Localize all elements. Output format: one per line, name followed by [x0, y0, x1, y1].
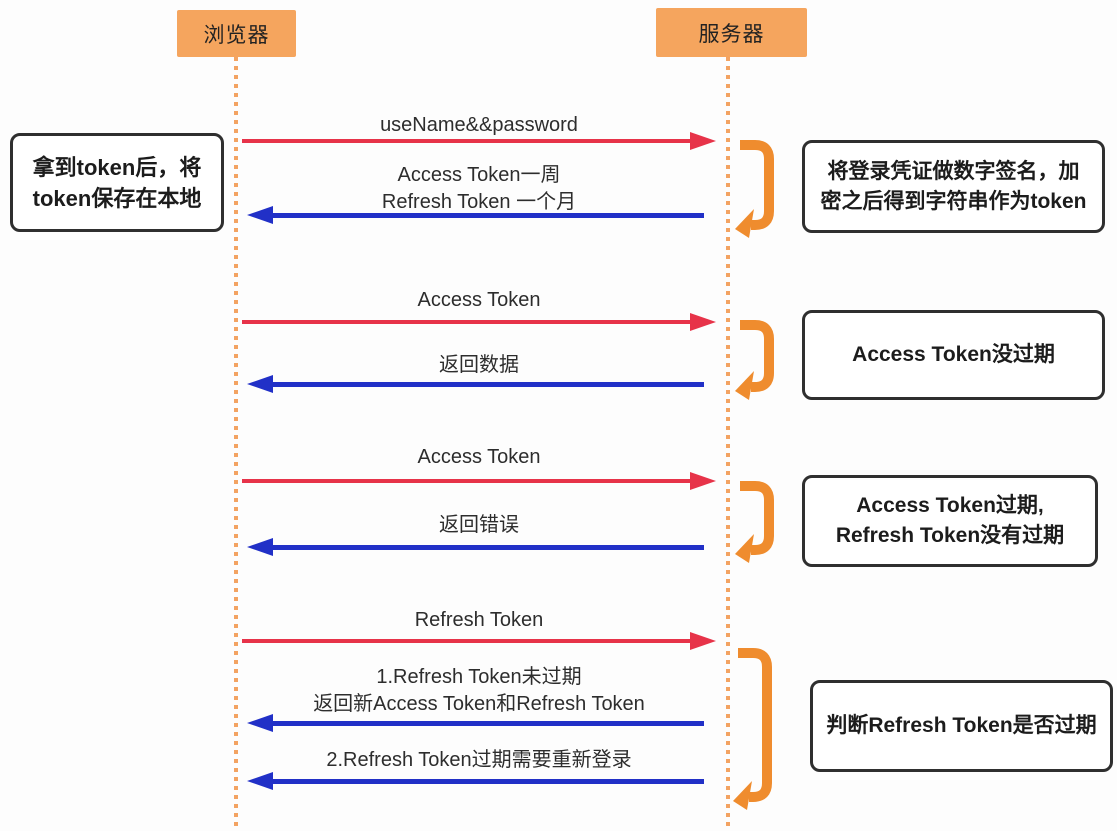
- arrow-head-right-icon: [690, 472, 716, 490]
- note-sign-credentials: 将登录凭证做数字签名，加 密之后得到字符串作为token: [802, 140, 1105, 233]
- arrow-head-right-icon: [690, 132, 716, 150]
- lifeline-browser: [234, 57, 238, 827]
- note-line: 密之后得到字符串作为token: [820, 189, 1087, 213]
- note-refresh-token-valid: Access Token过期, Refresh Token没有过期: [802, 475, 1098, 567]
- message-label: Access Token: [417, 446, 541, 468]
- note-check-refresh-token: 判断Refresh Token是否过期: [810, 680, 1113, 772]
- arrow-shaft: [242, 639, 698, 643]
- arrow-head-left-icon: [247, 714, 273, 732]
- message-label: 2.Refresh Token过期需要重新登录: [326, 749, 632, 771]
- note-save-token-locally: 拿到token后，将 token保存在本地: [10, 133, 224, 232]
- self-process-arrow-icon: [735, 318, 778, 400]
- note-line: 判断Refresh Token是否过期: [826, 714, 1097, 737]
- message-label: Access Token一周 Refresh Token 一个月: [242, 162, 716, 216]
- message-label: Access Token: [417, 289, 541, 311]
- arrow-head-left-icon: [247, 206, 273, 224]
- arrow-shaft: [265, 382, 704, 387]
- message-label: 返回错误: [439, 514, 519, 536]
- note-line: Refresh Token没有过期: [835, 524, 1065, 547]
- message-label: useName&&password: [380, 114, 578, 136]
- actor-browser-label: 浏览器: [203, 23, 270, 47]
- response-arrow: [247, 537, 704, 557]
- message-label: 返回数据: [439, 354, 519, 376]
- arrow-shaft: [242, 139, 698, 143]
- message-label: 1.Refresh Token未过期 返回新Access Token和Refre…: [242, 664, 716, 718]
- message-label-line: 1.Refresh Token未过期: [376, 666, 582, 688]
- request-arrow: [242, 312, 716, 332]
- arrow-head-right-icon: [690, 313, 716, 331]
- arrow-head-left-icon: [247, 538, 273, 556]
- message-label-line: Access Token一周: [397, 164, 561, 186]
- arrow-shaft: [265, 721, 704, 726]
- message-label-line: 返回新Access Token和Refresh Token: [313, 693, 645, 715]
- note-line: 将登录凭证做数字签名，加: [827, 159, 1080, 183]
- arrow-head-right-icon: [690, 632, 716, 650]
- actor-browser: 浏览器: [177, 10, 296, 57]
- response-arrow: [247, 374, 704, 394]
- arrow-head-left-icon: [247, 375, 273, 393]
- note-line: token保存在本地: [32, 185, 202, 211]
- request-arrow: [242, 471, 716, 491]
- message-label: Refresh Token: [414, 609, 544, 631]
- response-arrow: [247, 713, 704, 733]
- self-process-arrow-icon: [735, 479, 778, 563]
- note-access-token-valid: Access Token没过期: [802, 310, 1105, 400]
- arrow-head-left-icon: [247, 772, 273, 790]
- arrow-shaft: [265, 545, 704, 550]
- self-process-arrow-icon: [733, 646, 776, 810]
- request-arrow: [242, 631, 716, 651]
- actor-server: 服务器: [656, 8, 807, 57]
- lifeline-server: [726, 57, 730, 827]
- response-arrow: [247, 205, 704, 225]
- arrow-shaft: [265, 779, 704, 784]
- note-line: 拿到token后，将: [32, 154, 202, 180]
- message-label-line: Refresh Token 一个月: [381, 191, 577, 213]
- arrow-shaft: [265, 213, 704, 218]
- note-line: Access Token过期,: [856, 494, 1044, 517]
- note-line: Access Token没过期: [852, 343, 1055, 366]
- response-arrow: [247, 771, 704, 791]
- request-arrow: [242, 131, 716, 151]
- actor-server-label: 服务器: [698, 22, 765, 46]
- self-process-arrow-icon: [735, 138, 778, 238]
- arrow-shaft: [242, 479, 698, 483]
- arrow-shaft: [242, 320, 698, 324]
